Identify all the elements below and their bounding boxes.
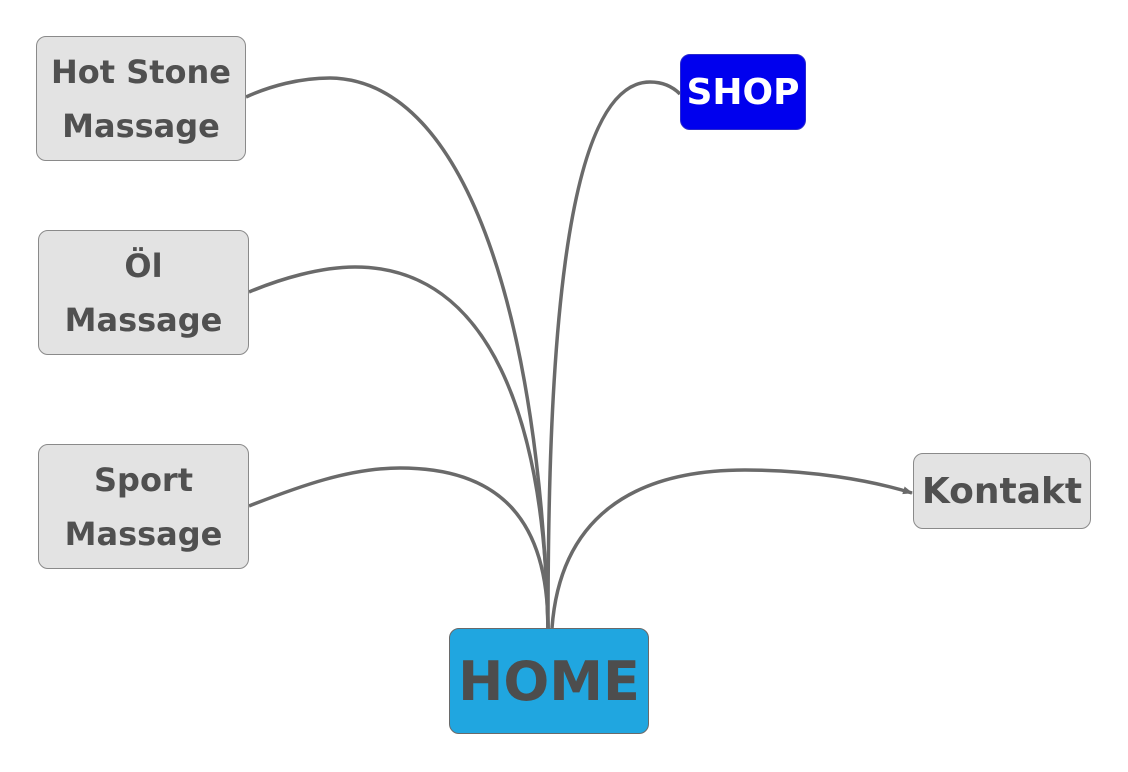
node-sport-massage[interactable]: Sport Massage	[38, 444, 249, 569]
node-sport-massage-line2: Massage	[64, 514, 223, 553]
connector-home-shop	[546, 80, 682, 629]
node-hot-stone-massage-line1: Hot Stone	[50, 52, 231, 91]
node-sport-massage-line1: Sport	[93, 460, 193, 499]
node-home[interactable]: HOME	[449, 628, 649, 734]
node-oel-massage[interactable]: Öl Massage	[38, 230, 249, 355]
node-oel-massage-line1: Öl	[124, 246, 163, 285]
node-kontakt-label: Kontakt	[921, 470, 1083, 512]
connector-home-hot-stone	[245, 76, 550, 629]
connector-home-sport	[248, 466, 550, 629]
connector-home-oel	[248, 265, 550, 629]
node-kontakt[interactable]: Kontakt	[913, 453, 1091, 529]
node-shop-label: SHOP	[686, 71, 800, 113]
node-home-label: HOME	[458, 649, 640, 713]
node-hot-stone-massage[interactable]: Hot Stone Massage	[36, 36, 246, 161]
node-hot-stone-massage-line2: Massage	[62, 106, 220, 145]
node-oel-massage-line2: Massage	[64, 300, 223, 339]
node-shop[interactable]: SHOP	[680, 54, 806, 130]
connector-home-kontakt	[550, 468, 913, 629]
